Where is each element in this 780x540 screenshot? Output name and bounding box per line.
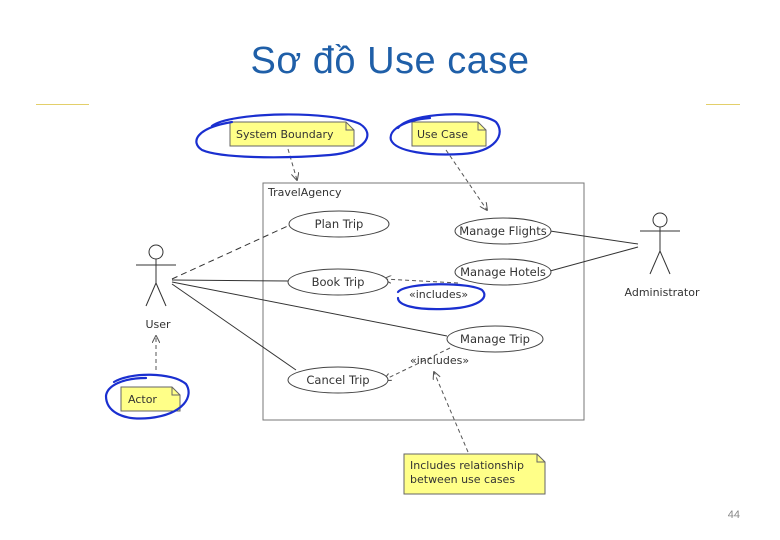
actor-user-label: User	[145, 318, 171, 331]
note-includes-line2: between use cases	[410, 473, 515, 486]
use-case-cancel-trip: Cancel Trip	[287, 366, 389, 394]
system-name-label: TravelAgency	[267, 186, 342, 199]
use-case-label: Book Trip	[312, 275, 365, 289]
note-actor: Actor	[120, 386, 181, 412]
actor-administrator-label: Administrator	[625, 286, 700, 299]
highlight-actor	[104, 373, 190, 420]
use-case-manage-hotels: Manage Hotels	[454, 258, 552, 286]
note-anchor-use-case	[445, 149, 487, 210]
highlight-marks	[104, 113, 501, 420]
association-admin-manage-flights	[549, 230, 639, 245]
note-anchor-system-boundary	[287, 148, 297, 180]
title-rule-left	[36, 104, 89, 105]
association-admin-manage-hotels	[549, 246, 639, 272]
use-case-manage-trip: Manage Trip	[446, 325, 544, 353]
use-case-label: Plan Trip	[315, 217, 364, 231]
note-system-boundary: System Boundary	[229, 121, 355, 147]
highlight-use-case	[389, 113, 501, 156]
note-includes-relationship: Includes relationship between use cases	[403, 453, 546, 495]
user-associations	[171, 224, 448, 371]
note-use-case-text: Use Case	[417, 128, 468, 141]
actor-administrator	[640, 212, 680, 275]
actor-administrator-head	[652, 212, 668, 228]
includes-label-2: «includes»	[410, 354, 469, 367]
note-system-boundary-text: System Boundary	[236, 128, 334, 141]
include-arrow-cancel-trip	[384, 347, 451, 380]
page-number: 44	[727, 509, 740, 521]
note-actor-text: Actor	[128, 393, 157, 406]
use-case-label: Manage Flights	[459, 224, 546, 238]
actor-user	[136, 244, 176, 307]
use-case-plan-trip: Plan Trip	[288, 210, 390, 238]
highlight-system-boundary	[195, 113, 369, 159]
use-case-manage-flights: Manage Flights	[454, 217, 552, 245]
use-case-book-trip: Book Trip	[287, 268, 389, 296]
title-rule-right	[706, 104, 740, 105]
highlight-includes	[396, 283, 486, 311]
include-dependencies	[384, 279, 459, 380]
use-case-label: Cancel Trip	[306, 373, 369, 387]
admin-associations	[549, 230, 639, 272]
association-user-cancel-trip	[171, 283, 297, 371]
use-case-label: Manage Trip	[460, 332, 530, 346]
include-arrow-book-trip	[384, 279, 459, 284]
slide-title: Sơ đồ Use case	[250, 40, 530, 82]
note-anchors	[156, 148, 487, 453]
use-case-label: Manage Hotels	[460, 265, 546, 279]
actor-user-head	[148, 244, 164, 260]
note-anchor-includes	[434, 372, 469, 453]
association-user-plan-trip	[171, 224, 291, 280]
includes-label-1: «includes»	[409, 288, 468, 301]
association-user-manage-trip	[171, 281, 448, 337]
note-includes-line1: Includes relationship	[410, 459, 524, 472]
note-use-case: Use Case	[411, 121, 487, 147]
association-user-book-trip	[171, 279, 290, 282]
